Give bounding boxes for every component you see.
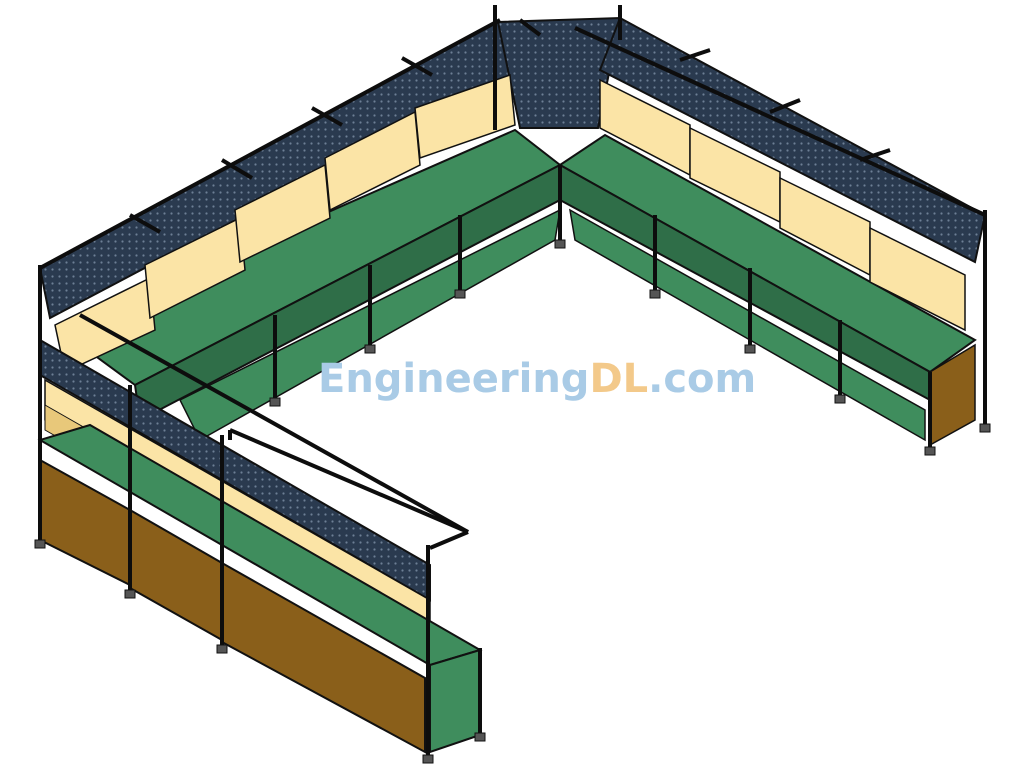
leveling-feet [34, 239, 991, 764]
watermark-part2: DL [589, 356, 649, 402]
watermark: EngineeringDL.com [318, 356, 756, 402]
corner-pegboard [496, 16, 622, 129]
right-run-shelf-racks [599, 78, 966, 332]
left-run-shelf-racks [54, 73, 516, 374]
right-run-worktop [558, 133, 977, 447]
front-run-cabinets [39, 458, 426, 754]
aluminium-frame [38, 5, 987, 760]
watermark-part3: .com [648, 356, 757, 402]
right-run-pegboard [598, 16, 987, 264]
watermark-part1: Engineering [318, 356, 590, 402]
front-run-end-frame [429, 648, 481, 754]
